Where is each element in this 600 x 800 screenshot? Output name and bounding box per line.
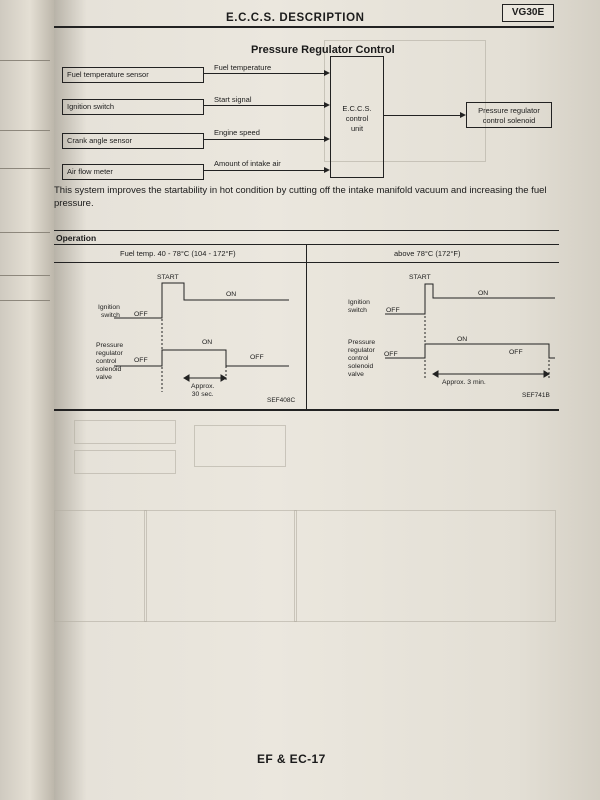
right-solenoid-off-label: OFF [384, 351, 398, 358]
signal-label-start: Start signal [214, 95, 252, 104]
ecu-label: E.C.C.S. control unit [342, 104, 372, 133]
right-ignition-on-label: ON [478, 290, 489, 297]
timing-chart-left-lines [114, 282, 289, 392]
right-ignition-switch-label: Ignition switch [348, 299, 370, 314]
left-solenoid-off-right-label: OFF [250, 354, 264, 361]
section-title: Pressure Regulator Control [251, 44, 395, 56]
signal-label-engine-speed: Engine speed [214, 128, 260, 137]
left-figure-id: SEF408C [267, 397, 296, 404]
description-paragraph: This system improves the startability in… [54, 185, 547, 209]
input-box-ignition-switch: Ignition switch [62, 99, 204, 115]
output-box-pressure-regulator-solenoid: Pressure regulator control solenoid [466, 102, 552, 128]
timing-chart-right-lines [385, 283, 555, 380]
left-solenoid-label: Pressure regulator control solenoid valv… [96, 342, 124, 381]
left-ignition-off-label: OFF [134, 311, 148, 318]
model-code-badge: VG30E [502, 4, 554, 22]
right-solenoid-label: Pressure regulator control solenoid valv… [348, 339, 376, 378]
right-ignition-off-label: OFF [386, 307, 400, 314]
right-figure-id: SEF741B [522, 392, 550, 399]
left-page-edge [0, 0, 54, 800]
signal-label-fuel-temperature: Fuel temperature [214, 63, 272, 72]
left-ignition-switch-label: Ignition switch [98, 304, 120, 319]
left-solenoid-on-label: ON [202, 339, 213, 346]
right-solenoid-off-right-label: OFF [509, 349, 523, 356]
right-solenoid-on-label: ON [457, 336, 468, 343]
page-number: EF & EC-17 [257, 752, 326, 766]
left-ignition-on-label: ON [226, 291, 237, 298]
signal-label-intake-air: Amount of intake air [214, 159, 281, 168]
right-start-label: START [409, 274, 431, 281]
input-box-air-flow-meter: Air flow meter [62, 164, 204, 180]
document-page: E.C.C.S. DESCRIPTION VG30E Pressure Regu… [54, 0, 600, 800]
operation-label: Operation [56, 233, 97, 243]
left-start-label: START [157, 274, 179, 281]
input-box-crank-angle-sensor: Crank angle sensor [62, 133, 204, 149]
input-box-fuel-temperature-sensor: Fuel temperature sensor [62, 67, 204, 83]
left-column-header: Fuel temp. 40 - 78°C (104 - 172°F) [120, 249, 236, 258]
left-solenoid-off-label: OFF [134, 357, 148, 364]
page-header-title: E.C.C.S. DESCRIPTION [226, 12, 365, 24]
right-approx-duration: Approx. 3 min. [442, 379, 486, 386]
ecu-box [330, 56, 384, 178]
left-approx-duration: Approx. 30 sec. [191, 383, 215, 398]
header-rule [54, 26, 554, 28]
right-column-header: above 78°C (172°F) [394, 249, 461, 258]
